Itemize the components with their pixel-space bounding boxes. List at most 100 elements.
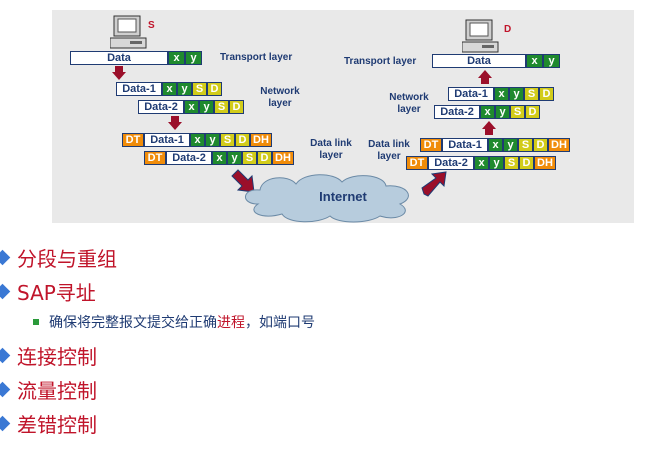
square-bullet-icon (33, 319, 39, 325)
source-datalink-label-line1: Data link (310, 138, 352, 149)
source-label: S (148, 20, 155, 31)
destination-computer-icon (462, 19, 499, 53)
bullet-item: 流量控制 (0, 374, 652, 404)
sub-bullet-text-after: ，如端口号 (245, 315, 315, 331)
source-computer-icon (110, 15, 147, 49)
destination-datalink-x2: x (474, 156, 489, 170)
source-transport-x: x (168, 51, 185, 65)
up-arrow-icon (482, 121, 496, 135)
destination-transport-x: x (526, 54, 543, 68)
bullet-text: 流量控制 (17, 379, 97, 403)
bullet-item: 差错控制 (0, 408, 652, 438)
destination-network-data1: Data-1 (448, 87, 494, 101)
sub-bullet-highlight: 进程 (217, 315, 245, 331)
destination-datalink-y1: y (503, 138, 518, 152)
source-datalink-x2: x (212, 151, 227, 165)
destination-network-s1: S (524, 87, 539, 101)
source-datalink-dh1: DH (250, 133, 272, 147)
source-datalink-data2: Data-2 (166, 151, 212, 165)
diamond-bullet-icon (0, 283, 11, 300)
source-network-y1: y (177, 82, 192, 96)
destination-transport-label: Transport layer (344, 56, 417, 67)
destination-transport-y: y (543, 54, 560, 68)
source-network-s1: S (192, 82, 207, 96)
destination-datalink-label-line1: Data link (368, 139, 410, 150)
destination-datalink-d1: D (533, 138, 548, 152)
bullet-item: 连接控制 (0, 340, 652, 370)
up-arrow-icon (478, 70, 492, 84)
arrow-from-internet-icon (421, 171, 447, 197)
destination-network-d1: D (539, 87, 554, 101)
bullet-text: 连接控制 (17, 345, 97, 369)
source-network-data2: Data-2 (138, 100, 184, 114)
destination-datalink-d2: D (519, 156, 534, 170)
destination-network-x1: x (494, 87, 509, 101)
destination-network-y1: y (509, 87, 524, 101)
source-datalink-d1: D (235, 133, 250, 147)
destination-datalink-data2: Data-2 (428, 156, 474, 170)
destination-datalink-dt2: DT (406, 156, 428, 170)
source-datalink-y2: y (227, 151, 242, 165)
destination-datalink-dh2: DH (534, 156, 556, 170)
source-network-data1: Data-1 (116, 82, 162, 96)
destination-transport-data: Data (432, 54, 526, 68)
destination-label: D (504, 24, 512, 35)
protocol-diagram: S Data x y Transport layer Data-1 x y S … (52, 10, 634, 223)
destination-datalink-s2: S (504, 156, 519, 170)
destination-datalink-s1: S (518, 138, 533, 152)
destination-network-y2: y (495, 105, 510, 119)
source-datalink-y1: y (205, 133, 220, 147)
source-network-d2: D (229, 100, 244, 114)
source-network-x2: x (184, 100, 199, 114)
source-network-y2: y (199, 100, 214, 114)
destination-datalink-x1: x (488, 138, 503, 152)
internet-label: Internet (319, 189, 367, 204)
down-arrow-icon (168, 116, 182, 130)
destination-datalink-dh1: DH (548, 138, 570, 152)
source-transport-label: Transport layer (220, 52, 293, 63)
source-datalink-dh2: DH (272, 151, 294, 165)
source-datalink-data1: Data-1 (144, 133, 190, 147)
source-network-x1: x (162, 82, 177, 96)
down-arrow-icon (112, 66, 126, 80)
sub-bullet-item: 确保将完整报文提交给正确进程，如端口号 (0, 310, 652, 340)
source-datalink-d2: D (257, 151, 272, 165)
source-datalink-label-line2: layer (319, 150, 343, 161)
destination-network-d2: D (525, 105, 540, 119)
destination-network-label-line2: layer (397, 104, 421, 115)
bullet-text: SAP寻址 (17, 281, 96, 305)
source-transport-y: y (185, 51, 202, 65)
bullet-item: 分段与重组 (0, 242, 652, 272)
diamond-bullet-icon (0, 381, 11, 398)
source-datalink-dt1: DT (122, 133, 144, 147)
source-network-label-line1: Network (260, 86, 300, 97)
source-network-label-line2: layer (268, 98, 292, 109)
destination-datalink-label: Data link layer (364, 139, 414, 163)
destination-network-label: Network layer (386, 92, 432, 116)
destination-datalink-label-line2: layer (377, 151, 401, 162)
bullet-text: 差错控制 (17, 413, 97, 437)
arrow-to-internet-icon (231, 169, 255, 193)
sub-bullet-text-before: 确保将完整报文提交给正确 (49, 315, 217, 331)
diamond-bullet-icon (0, 415, 11, 432)
destination-network-data2: Data-2 (434, 105, 480, 119)
destination-network-label-line1: Network (389, 92, 429, 103)
source-network-label: Network layer (258, 86, 302, 110)
source-network-s2: S (214, 100, 229, 114)
diamond-bullet-icon (0, 249, 11, 266)
sub-bullet-text: 确保将完整报文提交给正确进程，如端口号 (49, 312, 315, 332)
bullet-text: 分段与重组 (17, 247, 117, 271)
source-transport-data: Data (70, 51, 168, 65)
destination-network-x2: x (480, 105, 495, 119)
destination-datalink-y2: y (489, 156, 504, 170)
source-datalink-label: Data link layer (306, 138, 356, 162)
source-datalink-s1: S (220, 133, 235, 147)
diamond-bullet-icon (0, 347, 11, 364)
source-datalink-s2: S (242, 151, 257, 165)
source-datalink-x1: x (190, 133, 205, 147)
internet-cloud-icon (245, 174, 409, 223)
destination-datalink-data1: Data-1 (442, 138, 488, 152)
destination-datalink-dt1: DT (420, 138, 442, 152)
bullet-item: SAP寻址 (0, 276, 652, 306)
destination-network-s2: S (510, 105, 525, 119)
